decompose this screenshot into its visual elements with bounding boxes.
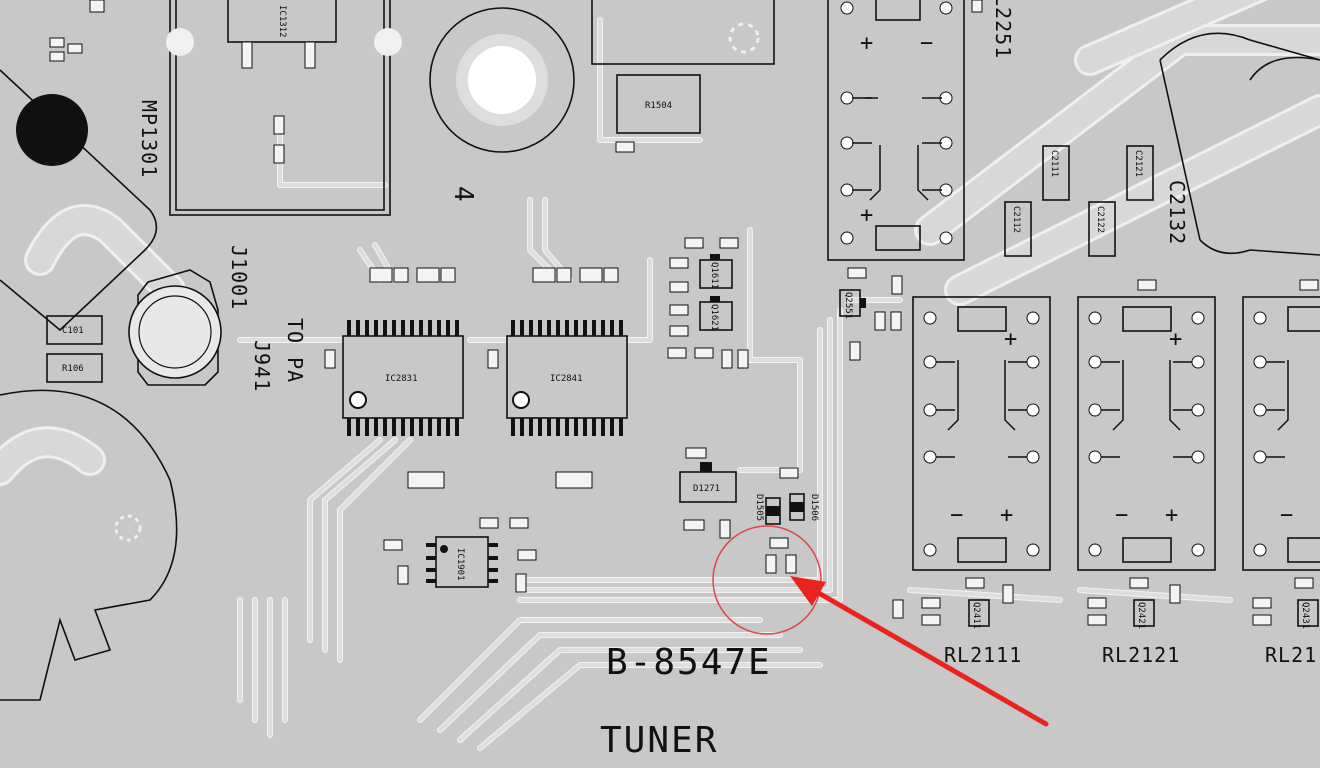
c2121-label: C2121 bbox=[1133, 150, 1143, 177]
c2112-label: C2112 bbox=[1011, 206, 1021, 233]
c2132-label: C2132 bbox=[1165, 180, 1189, 245]
c2112-capacitor: C2112 bbox=[1004, 201, 1032, 257]
number-mark: 4 bbox=[448, 186, 478, 203]
rl21-partial-label: RL21 bbox=[1265, 643, 1317, 667]
mp1301-hole bbox=[16, 94, 88, 166]
mp1301-region: MP1301 bbox=[0, 69, 161, 332]
c2132-outline bbox=[1159, 32, 1320, 256]
rl2111-label: RL2111 bbox=[944, 643, 1022, 667]
ic1901-label: IC1901 bbox=[455, 548, 465, 581]
ic2831-pins-bottom bbox=[347, 418, 459, 436]
svg-text:+: + bbox=[1004, 327, 1017, 352]
mounting-ring bbox=[429, 7, 575, 153]
ic2831-chip: IC2831 bbox=[342, 320, 464, 436]
svg-text:+: + bbox=[1169, 327, 1182, 352]
highlight-circle bbox=[712, 525, 822, 635]
ic2831-pins-top bbox=[347, 320, 459, 336]
board-subtitle: TUNER bbox=[600, 720, 718, 761]
r106-label: R106 bbox=[62, 364, 84, 374]
q2411-label: Q2411 bbox=[971, 602, 981, 629]
r106-component: R106 bbox=[46, 353, 103, 383]
q2421-transistor: Q2421 bbox=[1133, 599, 1155, 629]
r1504-component: R1504 bbox=[616, 74, 701, 134]
rl2111-relay: + − + RL2111 bbox=[912, 296, 1051, 667]
ic1312-footprint: IC1312 bbox=[166, 0, 402, 216]
red-annotation bbox=[712, 525, 1049, 727]
connector-box bbox=[591, 0, 775, 65]
board-title: B-8547E bbox=[606, 642, 772, 683]
q1621-transistor: Q1621 bbox=[699, 296, 733, 331]
pointer-arrow-head bbox=[790, 576, 826, 606]
svg-text:+: + bbox=[860, 31, 873, 56]
j941-label: J941 bbox=[250, 340, 274, 392]
svg-text:−: − bbox=[1115, 503, 1128, 528]
l2251-label: L2251 bbox=[991, 0, 1015, 59]
traces-layer bbox=[237, 17, 1233, 751]
q2421-label: Q2421 bbox=[1136, 602, 1146, 629]
d1505-diode: D1505 bbox=[754, 494, 781, 525]
j1001-jack: J1001 bbox=[128, 245, 251, 386]
rl2121-relay: + − + RL2121 bbox=[1077, 296, 1216, 667]
c101-component: C101 bbox=[46, 315, 103, 345]
d1506-label: D1506 bbox=[809, 494, 819, 521]
to-pa-label: TO PA bbox=[283, 318, 307, 383]
l2251-block: + − + L2251 bbox=[827, 0, 1015, 261]
c2122-label: C2122 bbox=[1095, 206, 1105, 233]
q2431-label: Q2431 bbox=[1300, 602, 1310, 629]
q1611-label: Q1611 bbox=[709, 262, 719, 289]
ic2841-chip: IC2841 bbox=[506, 320, 628, 436]
smd-parts-cluster bbox=[49, 0, 1319, 626]
d1271-component: D1271 bbox=[679, 462, 737, 503]
svg-text:+: + bbox=[860, 203, 873, 228]
q2431-transistor: Q2431 bbox=[1297, 599, 1319, 629]
q2551-transistor: Q2551 bbox=[839, 289, 866, 319]
ic1901-chip: IC1901 bbox=[426, 536, 498, 588]
ic2831-label: IC2831 bbox=[385, 374, 418, 384]
pointer-arrow-shaft bbox=[807, 585, 1049, 727]
j1001-label: J1001 bbox=[227, 245, 251, 310]
svg-text:−: − bbox=[920, 31, 933, 56]
svg-text:−: − bbox=[1280, 503, 1293, 528]
c2111-label: C2111 bbox=[1049, 150, 1059, 177]
mp1301-label: MP1301 bbox=[137, 100, 161, 178]
d1505-label: D1505 bbox=[754, 494, 764, 521]
d1271-label: D1271 bbox=[693, 484, 720, 494]
rl21-partial-relay: − RL21 bbox=[1242, 296, 1320, 667]
ic2841-label: IC2841 bbox=[550, 374, 583, 384]
q1611-transistor: Q1611 bbox=[699, 254, 733, 289]
ic2841-pins-bottom bbox=[511, 418, 623, 436]
r1504-label: R1504 bbox=[645, 101, 672, 111]
c2122-capacitor: C2122 bbox=[1088, 201, 1116, 257]
svg-text:+: + bbox=[1165, 503, 1178, 528]
svg-text:−: − bbox=[950, 503, 963, 528]
ic2841-pins-top bbox=[511, 320, 623, 336]
copper-pour-layer bbox=[0, 0, 1320, 486]
rl2121-label: RL2121 bbox=[1102, 643, 1180, 667]
ic1312-label: IC1312 bbox=[277, 5, 287, 38]
svg-text:+: + bbox=[1000, 503, 1013, 528]
c2111-capacitor: C2111 bbox=[1042, 145, 1070, 201]
c2121-capacitor: C2121 bbox=[1126, 145, 1154, 201]
d1506-diode: D1506 bbox=[789, 493, 819, 521]
q1621-label: Q1621 bbox=[709, 304, 719, 331]
q2551-label: Q2551 bbox=[843, 292, 853, 319]
q2411-transistor: Q2411 bbox=[968, 599, 990, 629]
c101-label: C101 bbox=[62, 326, 84, 336]
bottom-left-cutout bbox=[0, 389, 178, 701]
